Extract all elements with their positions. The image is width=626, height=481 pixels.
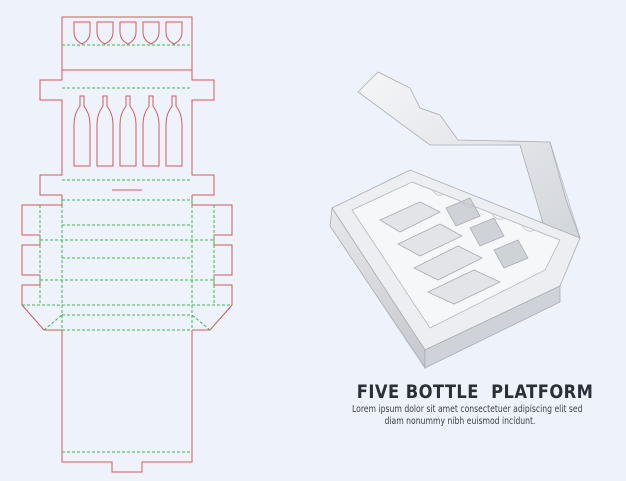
fold-lines [22, 44, 232, 453]
caption-text-line-1: Lorem ipsum dolor sit amet consectetuer … [352, 404, 583, 415]
caption-block: FIVE BOTTLE PLATFORM Lorem ipsum dolor s… [340, 380, 594, 428]
caption-text-line-2: diam nonummy nibh euismod incidunt. [384, 416, 536, 427]
cut-lines [21, 16, 233, 473]
product-title: FIVE BOTTLE PLATFORM [356, 381, 594, 403]
box-lid [357, 71, 581, 241]
bottle-slots [379, 197, 529, 305]
